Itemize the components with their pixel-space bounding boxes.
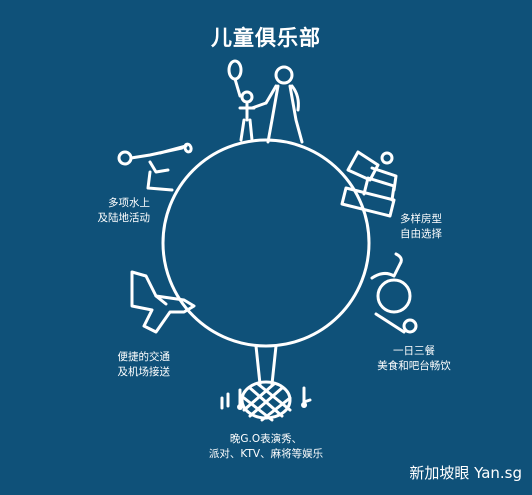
watermark: 新加坡眼 Yan.sg [409, 464, 522, 482]
dining-icon [370, 252, 418, 334]
music-basket-icon [220, 344, 312, 422]
bedroom-icon [340, 150, 398, 218]
page-title: 儿童俱乐部 [211, 26, 321, 50]
airplane-icon [130, 270, 196, 334]
badminton-icon [117, 142, 193, 192]
activity-label-transport: 便捷的交通 及机场接送 [117, 351, 171, 378]
activity-label-dining: 一日三餐 美食和吧台畅饮 [377, 345, 451, 372]
activity-label-rooms: 多样房型 自由选择 [400, 213, 442, 240]
parent-and-child-icon [227, 59, 304, 144]
activity-label-entertainment: 晚G.O表演秀、 派对、KTV、麻将等娱乐 [208, 433, 324, 460]
activity-label-water-land: 多项水上 及陆地活动 [97, 197, 151, 224]
center-ring [161, 138, 371, 348]
